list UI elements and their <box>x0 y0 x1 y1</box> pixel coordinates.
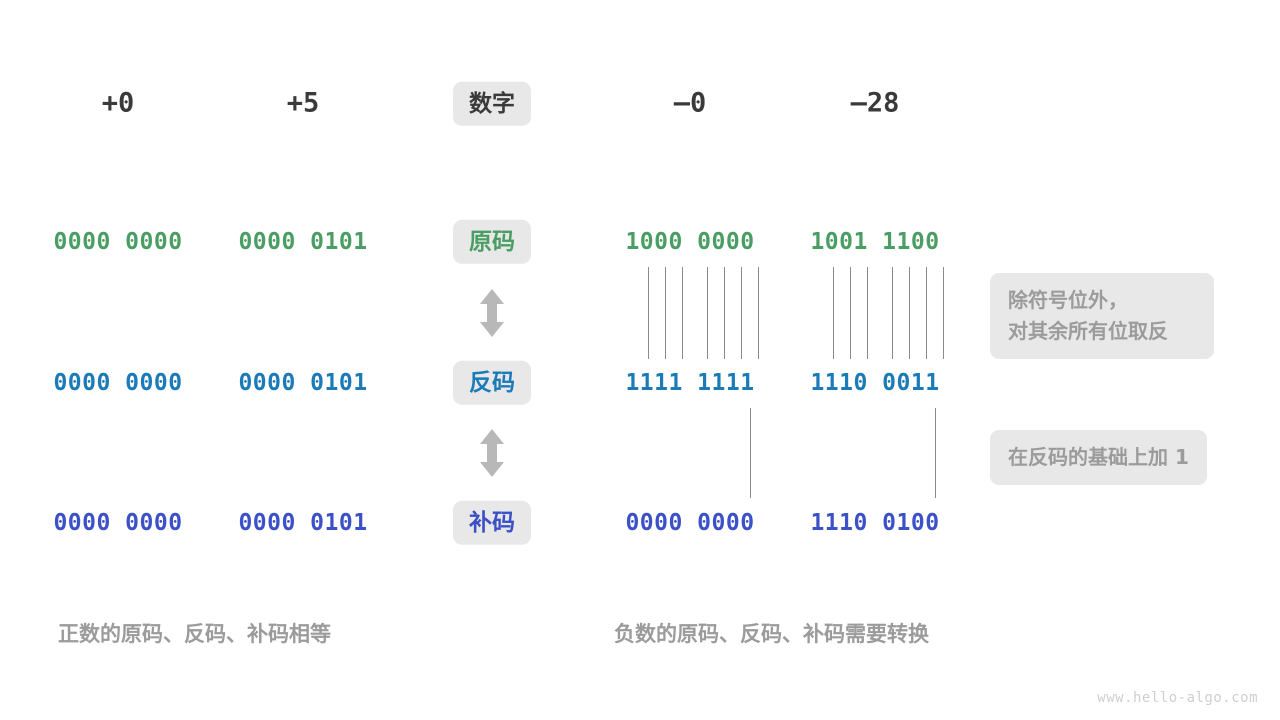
row-label-chip-sign-magnitude: 原码 <box>453 219 531 265</box>
connector-line <box>935 408 936 498</box>
header-value-minus-28: –28 <box>850 87 900 119</box>
site-watermark: www.hello-algo.com <box>1097 690 1258 706</box>
connector-line <box>648 267 649 359</box>
binary-ones-complement-minus-28: 1110 0011 <box>810 370 940 396</box>
header-label-chip-number: 数字 <box>453 81 531 127</box>
binary-sign-magnitude-plus-five: 0000 0101 <box>238 229 368 255</box>
binary-ones-complement-plus-zero: 0000 0000 <box>53 370 183 396</box>
binary-sign-magnitude-minus-zero: 1000 0000 <box>625 229 755 255</box>
connector-line <box>892 267 893 359</box>
connector-line <box>850 267 851 359</box>
binary-twos-complement-plus-five: 0000 0101 <box>238 510 368 536</box>
binary-twos-complement-plus-zero: 0000 0000 <box>53 510 183 536</box>
double-arrow-icon-ones-to-twos <box>475 427 509 479</box>
binary-ones-complement-plus-five: 0000 0101 <box>238 370 368 396</box>
binary-twos-complement-minus-28: 1110 0100 <box>810 510 940 536</box>
header-value-minus-zero: –0 <box>673 87 707 119</box>
connector-line <box>833 267 834 359</box>
binary-sign-magnitude-minus-28: 1001 1100 <box>810 229 940 255</box>
connector-line <box>909 267 910 359</box>
connector-line <box>724 267 725 359</box>
binary-sign-magnitude-plus-zero: 0000 0000 <box>53 229 183 255</box>
row-label-chip-ones-complement: 反码 <box>453 360 531 406</box>
double-arrow-icon-sign-to-ones <box>475 287 509 339</box>
connector-line <box>707 267 708 359</box>
binary-twos-complement-minus-zero: 0000 0000 <box>625 510 755 536</box>
caption-negative-numbers: 负数的原码、反码、补码需要转换 <box>614 622 929 646</box>
connector-line <box>758 267 759 359</box>
connector-line <box>943 267 944 359</box>
connector-line <box>750 408 751 498</box>
note-invert-bits: 除符号位外， 对其余所有位取反 <box>990 273 1214 359</box>
connector-line <box>741 267 742 359</box>
note-add-one: 在反码的基础上加 1 <box>990 430 1207 485</box>
connector-line <box>867 267 868 359</box>
row-label-chip-twos-complement: 补码 <box>453 500 531 546</box>
header-value-plus-zero: +0 <box>101 87 135 119</box>
connector-line <box>665 267 666 359</box>
binary-ones-complement-minus-zero: 1111 1111 <box>625 370 755 396</box>
connector-line <box>926 267 927 359</box>
connector-line <box>682 267 683 359</box>
header-value-plus-five: +5 <box>286 87 320 119</box>
caption-positive-numbers: 正数的原码、反码、补码相等 <box>58 622 331 646</box>
